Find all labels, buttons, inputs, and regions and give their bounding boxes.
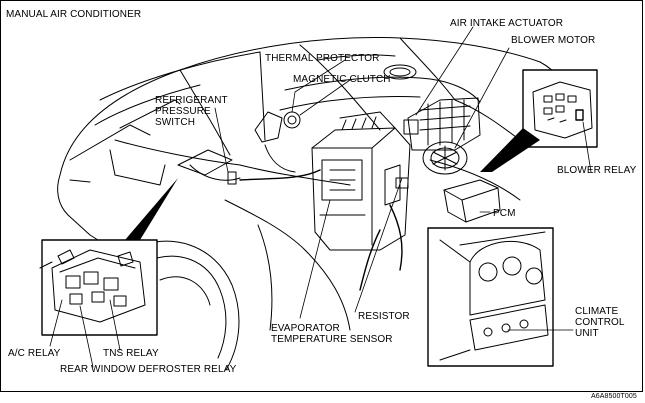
pcm-box <box>443 179 501 223</box>
label-climate-control-unit: CLIMATE CONTROL UNIT <box>575 306 625 339</box>
hvac-unit <box>311 111 411 251</box>
label-magnetic-clutch: MAGNETIC CLUTCH <box>293 74 391 85</box>
label-blower-motor: BLOWER MOTOR <box>511 35 596 46</box>
harness-lines <box>239 169 403 291</box>
leader-lines <box>49 26 592 368</box>
label-ac-relay: A/C RELAY <box>8 348 61 359</box>
diagram-title: MANUAL AIR CONDITIONER <box>6 9 142 20</box>
label-blower-relay: BLOWER RELAY <box>557 165 637 176</box>
relay-box-inset <box>39 239 158 336</box>
label-air-intake-actuator: AIR INTAKE ACTUATOR <box>450 18 564 29</box>
label-tns-relay: TNS RELAY <box>103 348 159 359</box>
label-evaporator-temperature-sensor: EVAPORATOR TEMPERATURE SENSOR <box>271 323 393 345</box>
label-thermal-protector: THERMAL PROTECTOR <box>265 53 380 64</box>
figure-code: A6A8500T005 <box>591 393 637 400</box>
blower-relay-callout-wedge <box>480 128 540 172</box>
climate-panel-inset <box>427 227 554 367</box>
figure-frame <box>0 0 643 392</box>
blower-relay-inset <box>522 69 598 148</box>
label-pcm: PCM <box>493 208 516 219</box>
compressor-area <box>177 111 301 185</box>
label-refrigerant-pressure-switch: REFRIGERANT PRESSURE SWITCH <box>155 95 228 128</box>
label-resistor: RESISTOR <box>358 311 410 322</box>
blower-unit <box>403 97 481 175</box>
relay-box-callout-wedge <box>125 178 178 240</box>
label-rear-window-defroster-relay: REAR WINDOW DEFROSTER RELAY <box>60 364 237 375</box>
